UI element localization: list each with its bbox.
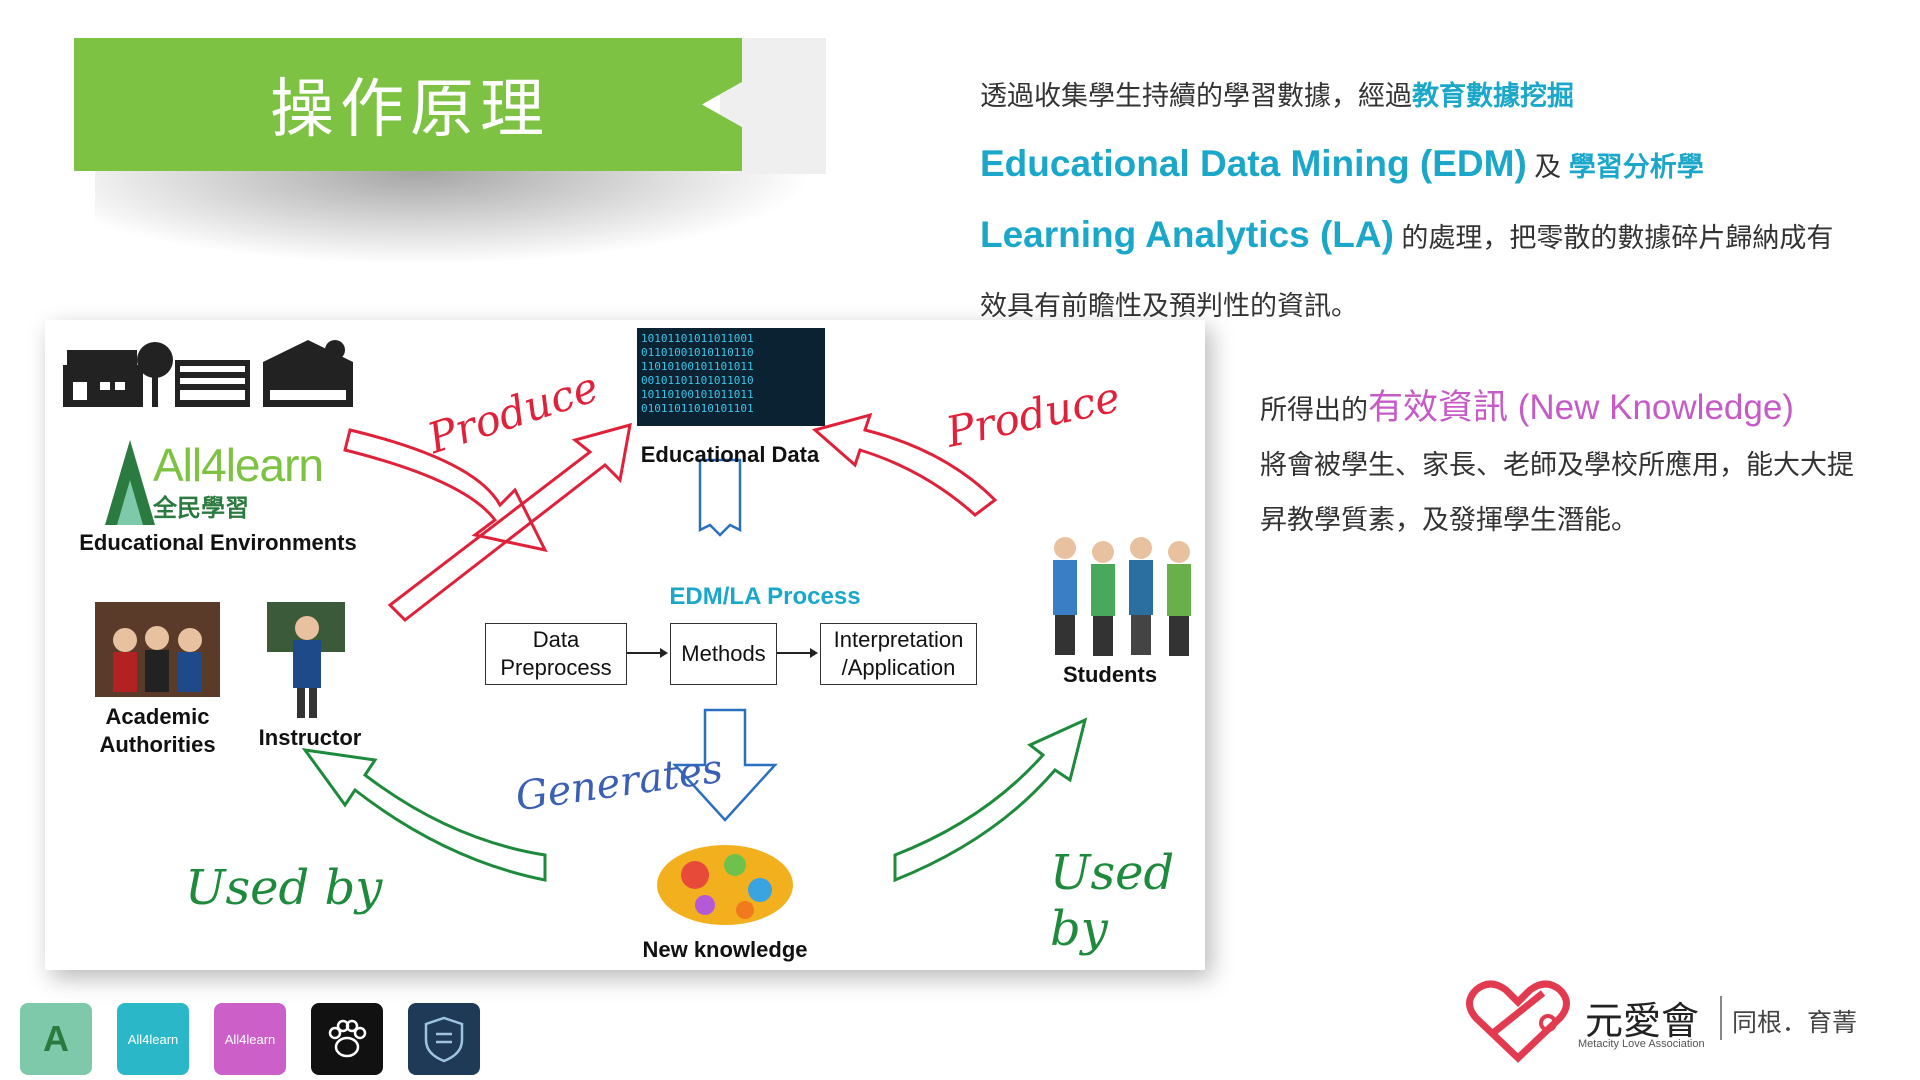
intro-text-2: 的處理，把零散的數據碎片歸納成有效具有前瞻性及預判性的資訊。 — [980, 223, 1834, 321]
org-separator — [1720, 996, 1722, 1040]
brain-icon — [657, 845, 793, 925]
all4learn-logo-cn: 全民學習 — [153, 495, 249, 522]
generates-arrow — [672, 708, 778, 822]
diagram-svg: 10101101011011001 01101001010110110 1101… — [63, 328, 1191, 925]
result-paragraph: 所得出的有效資訊 (New Knowledge) 將會被學生、家長、老師及學校所… — [1260, 380, 1870, 548]
svg-text:00101101101011010: 00101101101011010 — [641, 374, 754, 387]
svg-text:01101001010110110: 01101001010110110 — [641, 346, 754, 359]
shield-icon — [424, 1016, 464, 1063]
all4learn-logo-text: All4learn — [153, 439, 324, 491]
educational-data-label: Educational Data — [640, 442, 820, 467]
intro-text-1: 透過收集學生持續的學習數據，經過 — [980, 81, 1412, 111]
edm-cn: 教育數據挖掘 — [1412, 81, 1574, 111]
produce-arrow-cross — [387, 422, 632, 622]
diagram-card: 10101101011011001 01101001010110110 1101… — [45, 320, 1205, 970]
app-icon-all4learn-a[interactable]: A — [20, 1003, 92, 1075]
instructor-label: Instructor — [258, 725, 362, 750]
app-icon-all4learn-cyan[interactable]: All4learn — [117, 1003, 189, 1075]
academic-authorities-label: Academic Authorities — [99, 704, 216, 757]
svg-text:10101101011011001: 10101101011011001 — [641, 332, 754, 345]
page-title: 操作原理 — [270, 73, 550, 147]
metacity-heart-icon — [1466, 980, 1570, 1063]
and-text: 及 — [1526, 152, 1569, 182]
students-label: Students — [1062, 662, 1158, 687]
result-highlight: 有效資訊 (New Knowledge) — [1368, 388, 1794, 427]
educational-data-image — [637, 328, 825, 426]
app-icon-all4learn-pink[interactable]: All4learn — [214, 1003, 286, 1075]
used-by-label-left: Used by — [185, 860, 383, 916]
used-by-label-right: Used by — [1050, 845, 1175, 957]
data-preprocess-box: Data Preprocess — [485, 623, 627, 685]
university-building-icon — [263, 340, 353, 407]
svg-text:10110100101011011: 10110100101011011 — [641, 388, 754, 401]
svg-text:01011011010101101: 01011011010101101 — [641, 402, 754, 415]
used-by-arrow-right — [893, 717, 1088, 883]
new-knowledge-label: New knowledge — [642, 937, 808, 962]
result-text-1: 所得出的 — [1260, 395, 1368, 425]
used-by-arrow-left — [301, 748, 547, 882]
title-banner — [74, 38, 742, 171]
svg-text:11010100101101011: 11010100101101011 — [641, 360, 754, 373]
produce-arrow-right — [811, 412, 998, 517]
preschool-building-icon — [63, 342, 173, 407]
org-name-cn: 元愛會 — [1585, 1001, 1700, 1043]
app-icon-paw[interactable] — [311, 1003, 383, 1075]
paw-icon — [328, 1019, 367, 1058]
org-tagline: 同根．育菁 — [1732, 1009, 1858, 1037]
app-icon-shield[interactable] — [408, 1003, 480, 1075]
interpretation-box: Interpretation /Application — [820, 623, 977, 685]
edm-en: Educational Data Mining (EDM) — [980, 143, 1527, 184]
intro-paragraph: 透過收集學生持續的學習數據，經過教育數據挖掘 Educational Data … — [980, 62, 1850, 340]
data-to-process-arrow — [698, 458, 742, 537]
produce-arrow-left — [343, 428, 548, 553]
educational-environments-label: Educational Environments — [79, 530, 357, 555]
college-building-icon — [175, 360, 250, 407]
methods-box: Methods — [670, 623, 777, 685]
edm-la-process-label: EDM/LA Process — [669, 583, 861, 610]
result-text-2: 將會被學生、家長、老師及學校所應用，能大大提昇教學質素，及發揮學生潛能。 — [1260, 450, 1854, 535]
org-name-en: Metacity Love Association — [1578, 1038, 1705, 1050]
students-image — [1053, 537, 1191, 656]
la-cn: 學習分析學 — [1568, 152, 1704, 182]
la-en: Learning Analytics (LA) — [980, 214, 1394, 255]
